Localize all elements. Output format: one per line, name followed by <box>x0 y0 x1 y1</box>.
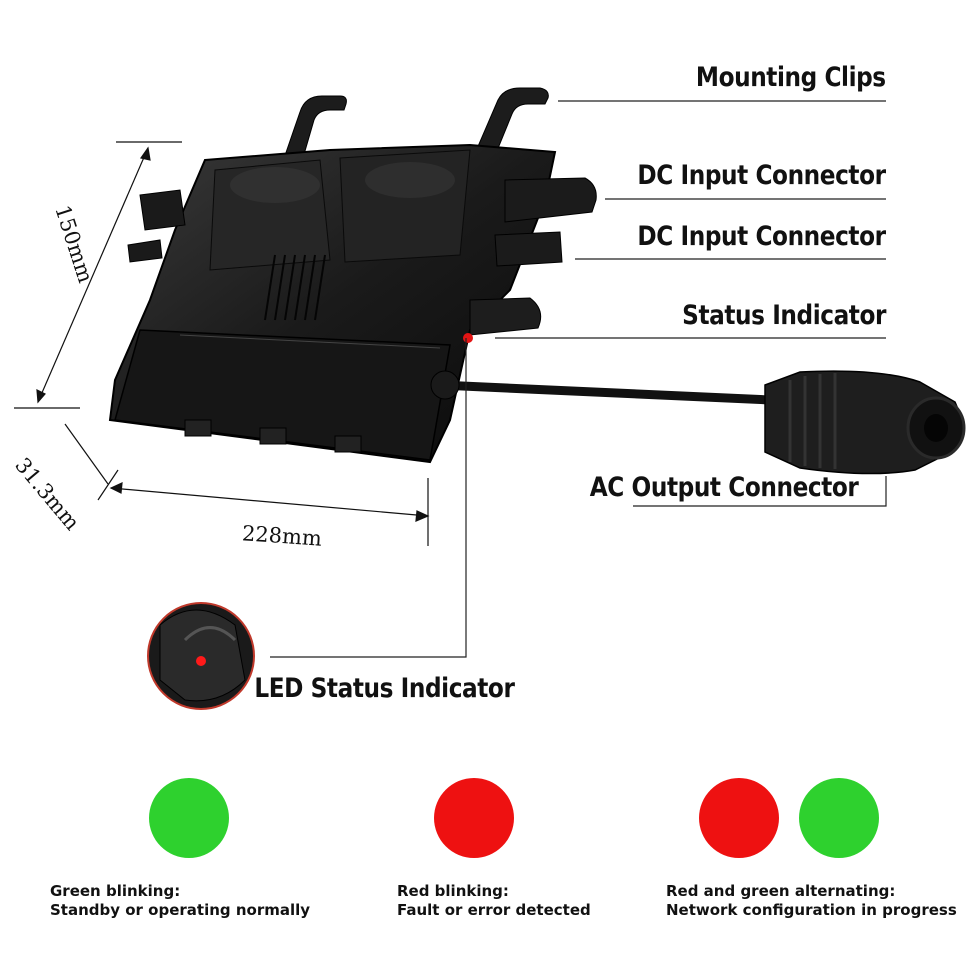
legend-title: Red blinking: <box>397 882 509 900</box>
dc-connectors-right <box>494 177 597 267</box>
legend-title: Green blinking: <box>50 882 181 900</box>
legend-description: Network configuration in progress <box>666 901 957 919</box>
dimension-lines <box>14 141 430 546</box>
legend-item-red: Red blinking: Fault or error detected <box>397 882 591 920</box>
callout-leader-lines <box>270 100 887 658</box>
green-led-dot <box>149 778 229 858</box>
legend-description: Standby or operating normally <box>50 901 311 919</box>
dc-connectors-left <box>127 189 186 263</box>
legend-item-alternating: Red and green alternating: Network confi… <box>666 882 957 920</box>
alternating-red-led-dot <box>699 778 779 858</box>
status-indicator-knob <box>463 297 542 343</box>
led-closeup-inset <box>147 602 255 710</box>
label-status-indicator: Status Indicator <box>682 300 886 331</box>
alternating-green-led-dot <box>799 778 879 858</box>
label-dc-input-connector-1: DC Input Connector <box>637 160 887 191</box>
legend-title: Red and green alternating: <box>666 882 896 900</box>
legend-description: Fault or error detected <box>397 901 591 919</box>
red-led-dot <box>434 778 514 858</box>
label-led-status-indicator: LED Status Indicator <box>253 673 515 704</box>
label-mounting-clips: Mounting Clips <box>696 62 886 93</box>
ac-output-cable <box>430 370 966 475</box>
legend-item-green: Green blinking: Standby or operating nor… <box>50 882 310 920</box>
label-dc-input-connector-2: DC Input Connector <box>637 221 887 252</box>
label-ac-output-connector: AC Output Connector <box>589 472 858 503</box>
